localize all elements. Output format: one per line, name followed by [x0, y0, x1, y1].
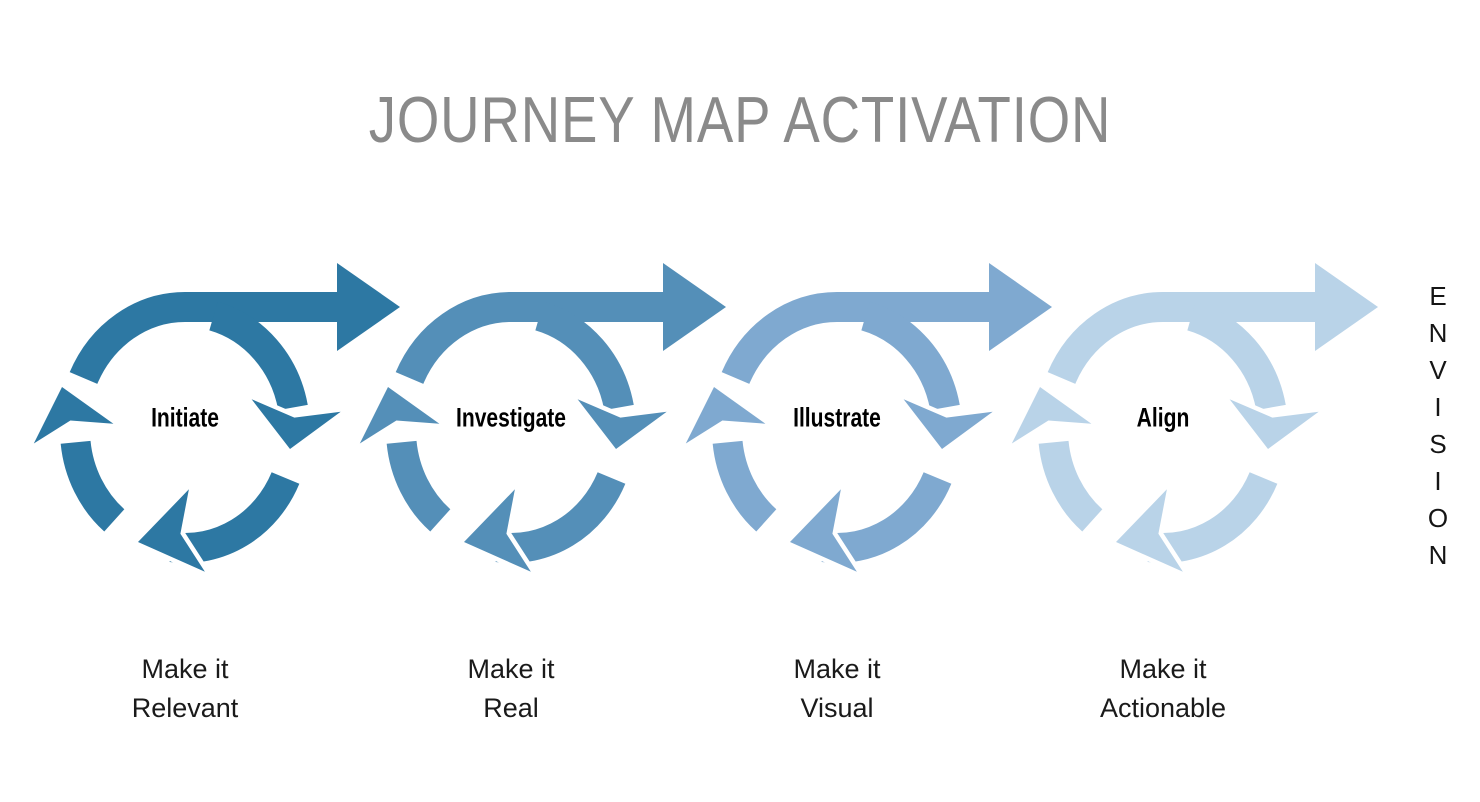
exit-arrow-path	[395, 292, 678, 385]
down-arrowhead	[1229, 399, 1319, 449]
loop-caption: Make it Visual	[793, 650, 880, 728]
ring-left-arc	[386, 440, 451, 532]
bottom-arrowhead	[1116, 489, 1183, 572]
loop-label-investigate: Investigate	[455, 402, 567, 433]
ring-descend-arc	[208, 301, 308, 411]
ring-left-arc	[60, 440, 125, 532]
ring-descend-arc	[860, 301, 960, 411]
ring-left-arc	[1038, 440, 1103, 532]
exit-arrowhead	[663, 263, 726, 351]
loop-caption-line1: Make it	[793, 654, 881, 684]
loop-caption-line2: Real	[483, 693, 539, 723]
loop-caption: Make it Real	[467, 650, 554, 728]
exit-arrow-path	[721, 292, 1004, 385]
loop-glyph-align	[1000, 254, 1386, 583]
down-arrowhead	[903, 399, 993, 449]
up-arrowhead	[685, 387, 766, 444]
loop-caption-line2: Visual	[800, 693, 874, 723]
ring-descend-arc	[1186, 301, 1286, 411]
loop-glyph-initiate	[22, 254, 408, 583]
page-title-text: JOURNEY MAP ACTIVATION	[368, 83, 1112, 156]
page-title: JOURNEY MAP ACTIVATION	[0, 82, 1480, 157]
exit-arrow-path	[1047, 292, 1330, 385]
loop-glyph-investigate	[348, 254, 734, 583]
bottom-arrowhead	[790, 489, 857, 572]
up-arrowhead	[1011, 387, 1092, 444]
down-arrowhead	[577, 399, 667, 449]
exit-arrowhead	[989, 263, 1052, 351]
loop-label-illustrate: Illustrate	[793, 402, 881, 433]
ring-left-arc	[712, 440, 777, 532]
bottom-arrowhead	[464, 489, 531, 572]
exit-arrow-path	[69, 292, 352, 385]
loop-caption: Make it Relevant	[132, 650, 239, 728]
exit-arrowhead	[337, 263, 400, 351]
ring-descend-arc	[534, 301, 634, 411]
up-arrowhead	[359, 387, 440, 444]
loop-label-align: Align	[1136, 402, 1190, 433]
loop-glyph-illustrate	[674, 254, 1060, 583]
exit-arrowhead	[1315, 263, 1378, 351]
loop-caption-line2: Actionable	[1099, 693, 1227, 723]
loop-label-initiate: Initiate	[151, 402, 219, 433]
loop-caption-line1: Make it	[141, 654, 229, 684]
loop-caption-line2: Relevant	[131, 693, 239, 723]
loop-caption-line1: Make it	[467, 654, 555, 684]
up-arrowhead	[33, 387, 114, 444]
down-arrowhead	[251, 399, 341, 449]
loop-caption: Make it Actionable	[1100, 650, 1226, 728]
bottom-arrowhead	[138, 489, 205, 572]
envision-label: ENVISION	[1423, 281, 1453, 577]
loop-caption-line1: Make it	[1119, 654, 1207, 684]
